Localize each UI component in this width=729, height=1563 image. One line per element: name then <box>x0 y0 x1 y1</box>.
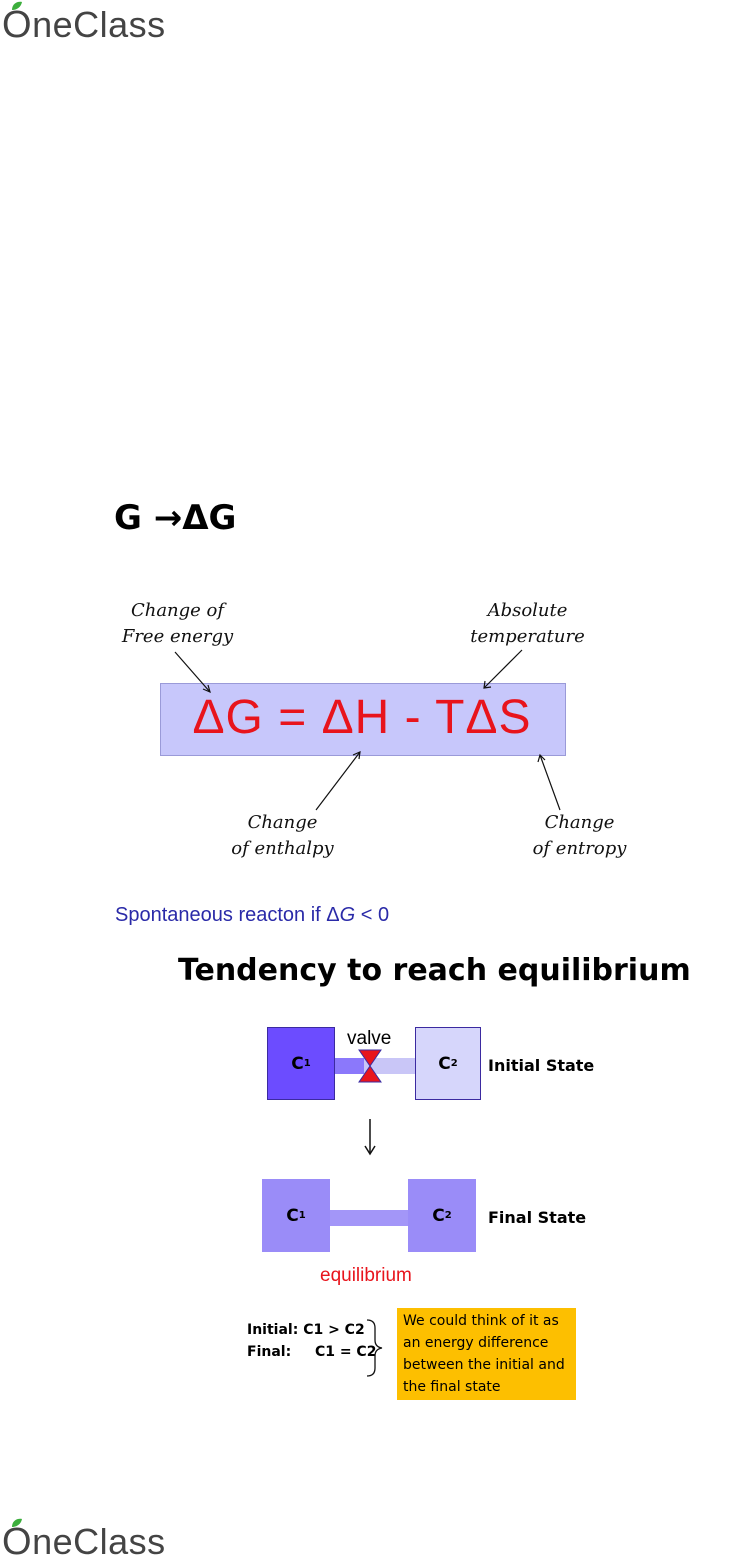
spontaneous-condition: Spontaneous reacton if ΔG < 0 <box>115 904 389 927</box>
logo-o: O <box>2 1521 33 1563</box>
equation-box <box>160 683 566 756</box>
equilibrium-label: equilibrium <box>320 1265 412 1286</box>
spontaneous-prefix: Spontaneous reacton if Δ <box>115 904 340 926</box>
arrow-temperature <box>483 649 523 689</box>
gibbs-equation: ΔG = ΔH - TΔS <box>192 691 532 744</box>
brace-icon <box>366 1319 383 1377</box>
logo-text: neClass <box>32 4 166 45</box>
down-arrow-icon <box>364 1119 376 1156</box>
logo-o: O <box>2 4 33 46</box>
arrowhead <box>483 680 492 689</box>
annotation-enthalpy: Change of enthalpy <box>215 810 350 862</box>
valve-label: valve <box>347 1028 392 1049</box>
c1-label: C <box>286 1205 299 1226</box>
annotation-line: Absolute <box>487 600 568 621</box>
valve-icon <box>358 1049 382 1083</box>
c1-sub: 1 <box>303 1058 311 1069</box>
annotation-line: of enthalpy <box>231 838 334 859</box>
tendency-title: Tendency to reach equilibrium <box>178 953 691 988</box>
oneclass-logo-top: OneClass <box>2 1 166 46</box>
leaf-icon <box>12 1 22 10</box>
initial-relation: Initial: C1 > C2 <box>247 1319 376 1341</box>
annotation-line: Change <box>544 812 615 833</box>
logo-text: neClass <box>32 1521 166 1562</box>
arrowhead <box>202 684 211 694</box>
annotation-line: temperature <box>470 626 585 647</box>
energy-note: We could think of it as an energy differ… <box>397 1308 576 1400</box>
spontaneous-suffix: < 0 <box>355 904 390 926</box>
initial-state-label: Initial State <box>488 1056 595 1075</box>
arrowhead <box>537 753 546 763</box>
annotation-line: of entropy <box>532 838 627 859</box>
arrow-enthalpy <box>315 751 361 811</box>
c2-sub: 2 <box>450 1058 458 1069</box>
annotation-temperature: Absolute temperature <box>460 598 595 650</box>
annotation-free-energy: Change of Free energy <box>110 598 245 650</box>
annotation-line: Change of <box>130 600 225 621</box>
c1-label: C <box>291 1053 304 1074</box>
final-relation-label: Final: <box>247 1344 292 1360</box>
c2-label: C <box>432 1205 445 1226</box>
arrow-entropy <box>539 754 561 811</box>
initial-relation-value: C1 > C2 <box>303 1322 365 1338</box>
final-relation-value: C1 = C2 <box>314 1344 377 1360</box>
oneclass-logo-bottom: OneClass <box>2 1518 166 1563</box>
leaf-icon <box>12 1518 22 1527</box>
annotation-line: Change <box>247 812 318 833</box>
arrow-free-energy <box>174 651 211 693</box>
initial-connector-dark <box>334 1058 364 1074</box>
final-connector <box>329 1210 409 1226</box>
annotation-arrows <box>174 649 561 811</box>
final-state-label: Final State <box>488 1208 587 1227</box>
initial-relation-label: Initial: <box>247 1322 299 1338</box>
page-heading: G →ΔG <box>114 498 237 538</box>
relations: Initial: C1 > C2 Final: C1 = C2 <box>247 1319 376 1363</box>
c1-sub: 1 <box>298 1210 306 1221</box>
annotation-line: Free energy <box>121 626 234 647</box>
spontaneous-var: G <box>339 904 356 926</box>
c2-sub: 2 <box>444 1210 452 1221</box>
annotation-entropy: Change of entropy <box>512 810 647 862</box>
arrowhead <box>352 751 361 760</box>
c2-label: C <box>438 1053 451 1074</box>
final-relation: Final: C1 = C2 <box>247 1341 376 1363</box>
